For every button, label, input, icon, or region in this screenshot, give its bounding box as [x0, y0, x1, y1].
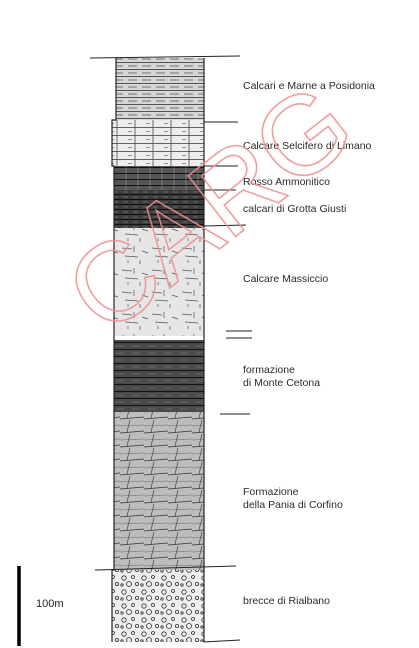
- boundary-bottom: [204, 640, 240, 642]
- unit-block-calcari-grotta-giusti: [114, 190, 204, 228]
- unit-block-calcare-selcifero-limano: [112, 120, 204, 166]
- unit-label-calcare-massiccio: Calcare Massiccio: [243, 273, 328, 286]
- unit-label-calcari-marne-posidonia: Calcari e Marne a Posidonia: [243, 80, 375, 93]
- unit-label-calcare-selcifero-limano: Calcare Selcifero di Limano: [243, 140, 371, 153]
- column-units: [112, 58, 204, 642]
- unit-block-formazione-pania-corfino: [114, 412, 204, 570]
- unit-block-rosso-ammonitico: [114, 166, 204, 190]
- unit-block-calcare-massiccio: [114, 228, 204, 336]
- unit-label-line: brecce di Rialbano: [243, 595, 330, 608]
- unit-label-line: di Monte Cetona: [243, 377, 320, 390]
- unit-label-formazione-monte-cetona: formazione di Monte Cetona: [243, 364, 320, 390]
- boundary-grotta-massiccio: [204, 225, 246, 226]
- unit-label-formazione-pania-corfino: Formazione della Pania di Corfino: [243, 486, 343, 512]
- unit-label-line: Rosso Ammonitico: [243, 176, 330, 189]
- unit-block-brecce-rialbano: [112, 570, 204, 642]
- unit-block-calcari-marne-posidonia: [116, 58, 204, 120]
- unit-label-rosso-ammonitico: Rosso Ammonitico: [243, 176, 330, 189]
- boundary-top: [90, 56, 240, 58]
- unit-label-line: calcari di Grotta Giusti: [243, 203, 346, 216]
- unit-label-line: della Pania di Corfino: [243, 499, 343, 512]
- scale-bar-label: 100m: [36, 598, 64, 610]
- unit-label-line: Calcare Selcifero di Limano: [243, 140, 371, 153]
- unit-label-brecce-rialbano: brecce di Rialbano: [243, 595, 330, 608]
- unit-label-line: Formazione: [243, 486, 343, 499]
- unit-block-formazione-monte-cetona: [114, 340, 204, 412]
- unit-label-line: Calcari e Marne a Posidonia: [243, 80, 375, 93]
- unit-label-line: formazione: [243, 364, 320, 377]
- unit-label-line: Calcare Massiccio: [243, 273, 328, 286]
- unit-label-calcari-grotta-giusti: calcari di Grotta Giusti: [243, 203, 346, 216]
